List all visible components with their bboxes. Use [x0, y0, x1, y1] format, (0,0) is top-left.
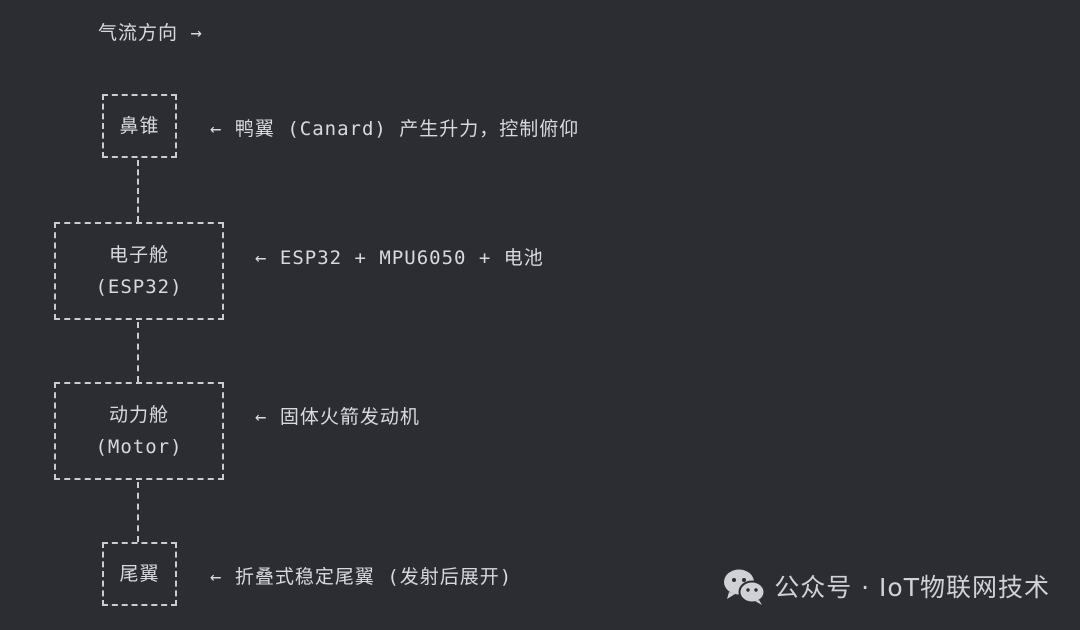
avionics-bay-label: 电子舱 — [108, 244, 169, 266]
connector-nose-avionics — [137, 160, 139, 222]
motor-bay-label: 动力舱 — [108, 404, 169, 426]
avionics-bay-note: ← ESP32 + MPU6050 + 电池 — [255, 247, 544, 269]
connector-avionics-motor — [137, 322, 139, 382]
airflow-direction-label: 气流方向 → — [98, 22, 203, 44]
motor-bay-sublabel: (Motor) — [95, 436, 183, 458]
nose-cone-box: 鼻锥 — [102, 94, 177, 158]
watermark-text: 公众号 · IoT物联网技术 — [774, 573, 1050, 602]
avionics-bay-box: 电子舱 (ESP32) — [54, 222, 224, 320]
tail-fins-label: 尾翼 — [119, 563, 160, 585]
tail-fins-box: 尾翼 — [102, 542, 177, 606]
wechat-watermark: 公众号 · IoT物联网技术 — [722, 566, 1050, 606]
nose-cone-label: 鼻锥 — [119, 115, 160, 137]
wechat-icon — [724, 569, 766, 605]
motor-bay-note: ← 固体火箭发动机 — [255, 406, 420, 428]
tail-fins-note: ← 折叠式稳定尾翼 (发射后展开) — [210, 566, 513, 588]
nose-cone-note: ← 鸭翼 (Canard) 产生升力，控制俯仰 — [210, 118, 580, 140]
motor-bay-box: 动力舱 (Motor) — [54, 382, 224, 480]
connector-motor-tail — [137, 482, 139, 542]
avionics-bay-sublabel: (ESP32) — [95, 276, 183, 298]
